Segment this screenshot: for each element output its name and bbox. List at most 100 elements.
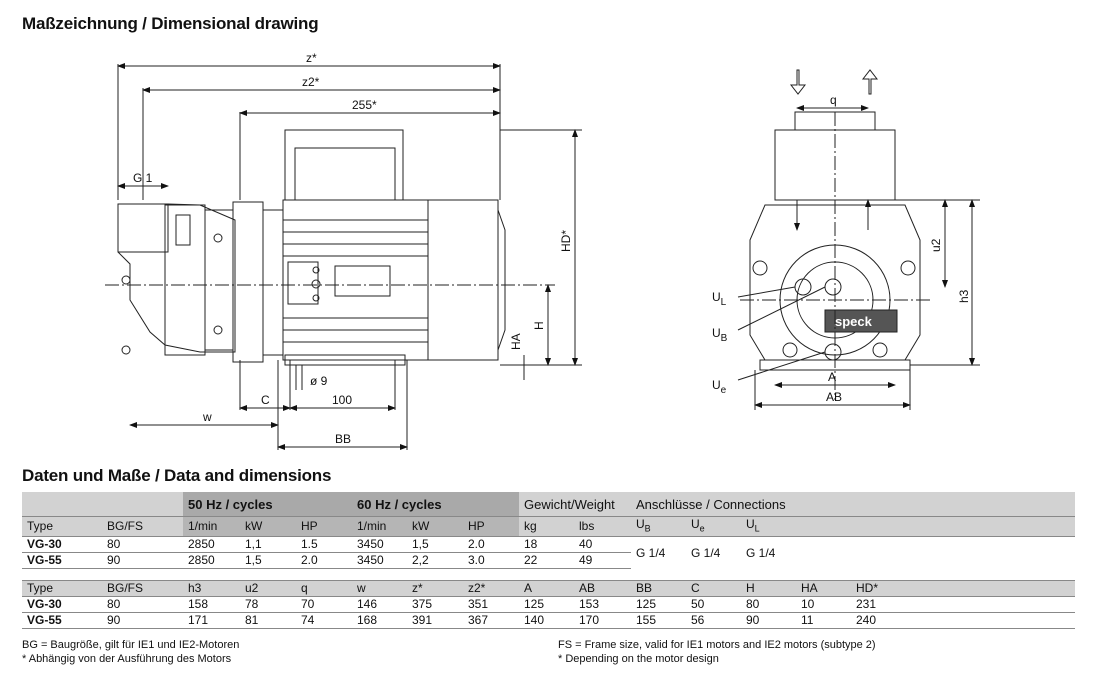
col-header: q bbox=[296, 580, 352, 597]
cell: 231 bbox=[851, 596, 1075, 613]
cell: 158 bbox=[183, 596, 240, 613]
col-header: kg bbox=[519, 515, 574, 537]
table-row: VG-30 80 158 78 70 146 375 351 125 153 1… bbox=[22, 596, 1075, 613]
col-header: kW bbox=[240, 515, 296, 537]
cell: 351 bbox=[463, 596, 519, 613]
side-dimensions bbox=[117, 63, 582, 450]
side-view bbox=[105, 129, 555, 366]
dim-g1-label: G 1 bbox=[133, 171, 153, 185]
dim-hd-label: HD* bbox=[559, 230, 573, 252]
cell: G 1/4 bbox=[741, 536, 796, 569]
col-header: BG/FS bbox=[102, 580, 183, 597]
cell: 2,2 bbox=[407, 552, 463, 570]
cell: 155 bbox=[631, 612, 686, 629]
dim-h-label: H bbox=[532, 321, 546, 330]
col-header: 1/min bbox=[183, 515, 240, 537]
cell: 3450 bbox=[352, 536, 407, 553]
col-header: HD* bbox=[851, 580, 1075, 597]
cell: 146 bbox=[352, 596, 407, 613]
cell: 171 bbox=[183, 612, 240, 629]
dim-w-label: w bbox=[202, 410, 212, 424]
dim-z-label: z* bbox=[306, 51, 317, 65]
footnote-bg: BG = Baugröße, gilt für IE1 und IE2-Moto… bbox=[22, 639, 240, 651]
group-weight: Gewicht/Weight bbox=[519, 492, 631, 517]
cell: 74 bbox=[296, 612, 352, 629]
col-header: 1/min bbox=[352, 515, 407, 537]
dim-q-label: q bbox=[830, 93, 837, 107]
cell: 2.0 bbox=[296, 552, 352, 570]
table1-header-row: Type BG/FS 1/min kW HP 1/min kW HP kg lb… bbox=[22, 515, 1075, 537]
cell: 240 bbox=[851, 612, 1075, 629]
footnote-fs: FS = Frame size, valid for IE1 motors an… bbox=[558, 639, 876, 651]
front-view bbox=[737, 69, 980, 410]
brand-logo: speck bbox=[835, 314, 873, 329]
col-header: A bbox=[519, 580, 574, 597]
footnote-star-en: * Depending on the motor design bbox=[558, 653, 719, 665]
port-ul-label: UL bbox=[712, 290, 727, 308]
data-title: Daten und Maße / Data and dimensions bbox=[22, 466, 332, 485]
cell: 80 bbox=[102, 596, 183, 613]
cell: G 1/4 bbox=[686, 536, 741, 569]
table2-header-row: Type BG/FS h3 u2 q w z* z2* A AB BB C H … bbox=[22, 580, 1075, 597]
cell: VG-55 bbox=[22, 612, 102, 629]
performance-table: 50 Hz / cycles 60 Hz / cycles Gewicht/We… bbox=[22, 492, 1075, 570]
table-row: VG-30 80 2850 1,1 1.5 3450 1,5 2.0 18 40… bbox=[22, 536, 1075, 569]
cell: 2.0 bbox=[463, 536, 519, 553]
dim-u2-label: u2 bbox=[929, 238, 943, 252]
cell: 367 bbox=[463, 612, 519, 629]
dimensions-table: Type BG/FS h3 u2 q w z* z2* A AB BB C H … bbox=[22, 580, 1075, 629]
col-header: z* bbox=[407, 580, 463, 597]
col-header: H bbox=[741, 580, 796, 597]
cell: 18 bbox=[519, 536, 574, 553]
cell: 49 bbox=[574, 552, 631, 570]
col-header: HA bbox=[796, 580, 851, 597]
dim-d9-label: ø 9 bbox=[310, 374, 328, 388]
cell: 70 bbox=[296, 596, 352, 613]
col-header: Type bbox=[22, 580, 102, 597]
cell: 10 bbox=[796, 596, 851, 613]
group-50hz: 50 Hz / cycles bbox=[183, 492, 352, 517]
cell: 81 bbox=[240, 612, 296, 629]
col-header: h3 bbox=[183, 580, 240, 597]
cell: VG-30 bbox=[22, 596, 102, 613]
cell: VG-30 bbox=[22, 536, 102, 553]
dim-bb-label: BB bbox=[335, 432, 351, 446]
cell: VG-55 bbox=[22, 552, 102, 570]
cell: 1,5 bbox=[240, 552, 296, 570]
cell: 1,5 bbox=[407, 536, 463, 553]
cell: 140 bbox=[519, 612, 574, 629]
port-ue-label: Ue bbox=[712, 378, 727, 396]
col-header: BB bbox=[631, 580, 686, 597]
cell: 50 bbox=[686, 596, 741, 613]
dim-255-label: 255* bbox=[352, 98, 377, 112]
cell: 168 bbox=[352, 612, 407, 629]
dimensional-drawing: z* z2* 255* G 1 HD* HA H ø 9 C 100 w BB … bbox=[105, 51, 980, 450]
col-header: BG/FS bbox=[102, 515, 183, 537]
cell: 2850 bbox=[183, 552, 240, 570]
cell: 40 bbox=[574, 536, 631, 553]
cell: 78 bbox=[240, 596, 296, 613]
cell: 56 bbox=[686, 612, 741, 629]
cell: 3.0 bbox=[463, 552, 519, 570]
cell: 80 bbox=[741, 596, 796, 613]
dim-z2-label: z2* bbox=[302, 75, 320, 89]
col-header: AB bbox=[574, 580, 631, 597]
group-60hz: 60 Hz / cycles bbox=[352, 492, 519, 517]
cell: 2850 bbox=[183, 536, 240, 553]
col-header: UB bbox=[631, 515, 686, 537]
table-row: VG-55 90 2850 1,5 2.0 3450 2,2 3.0 22 49 bbox=[22, 552, 1075, 570]
cell: 1,1 bbox=[240, 536, 296, 553]
cell: 391 bbox=[407, 612, 463, 629]
group-connections: Anschlüsse / Connections bbox=[631, 492, 1075, 517]
cell: G 1/4 bbox=[631, 536, 686, 569]
col-header: lbs bbox=[574, 515, 631, 537]
col-header: C bbox=[686, 580, 741, 597]
cell: 153 bbox=[574, 596, 631, 613]
col-header: HP bbox=[463, 515, 519, 537]
col-header: u2 bbox=[240, 580, 296, 597]
cell: 125 bbox=[631, 596, 686, 613]
col-header: kW bbox=[407, 515, 463, 537]
col-header: w bbox=[352, 580, 407, 597]
drawing-title: Maßzeichnung / Dimensional drawing bbox=[22, 14, 319, 33]
cell: 3450 bbox=[352, 552, 407, 570]
